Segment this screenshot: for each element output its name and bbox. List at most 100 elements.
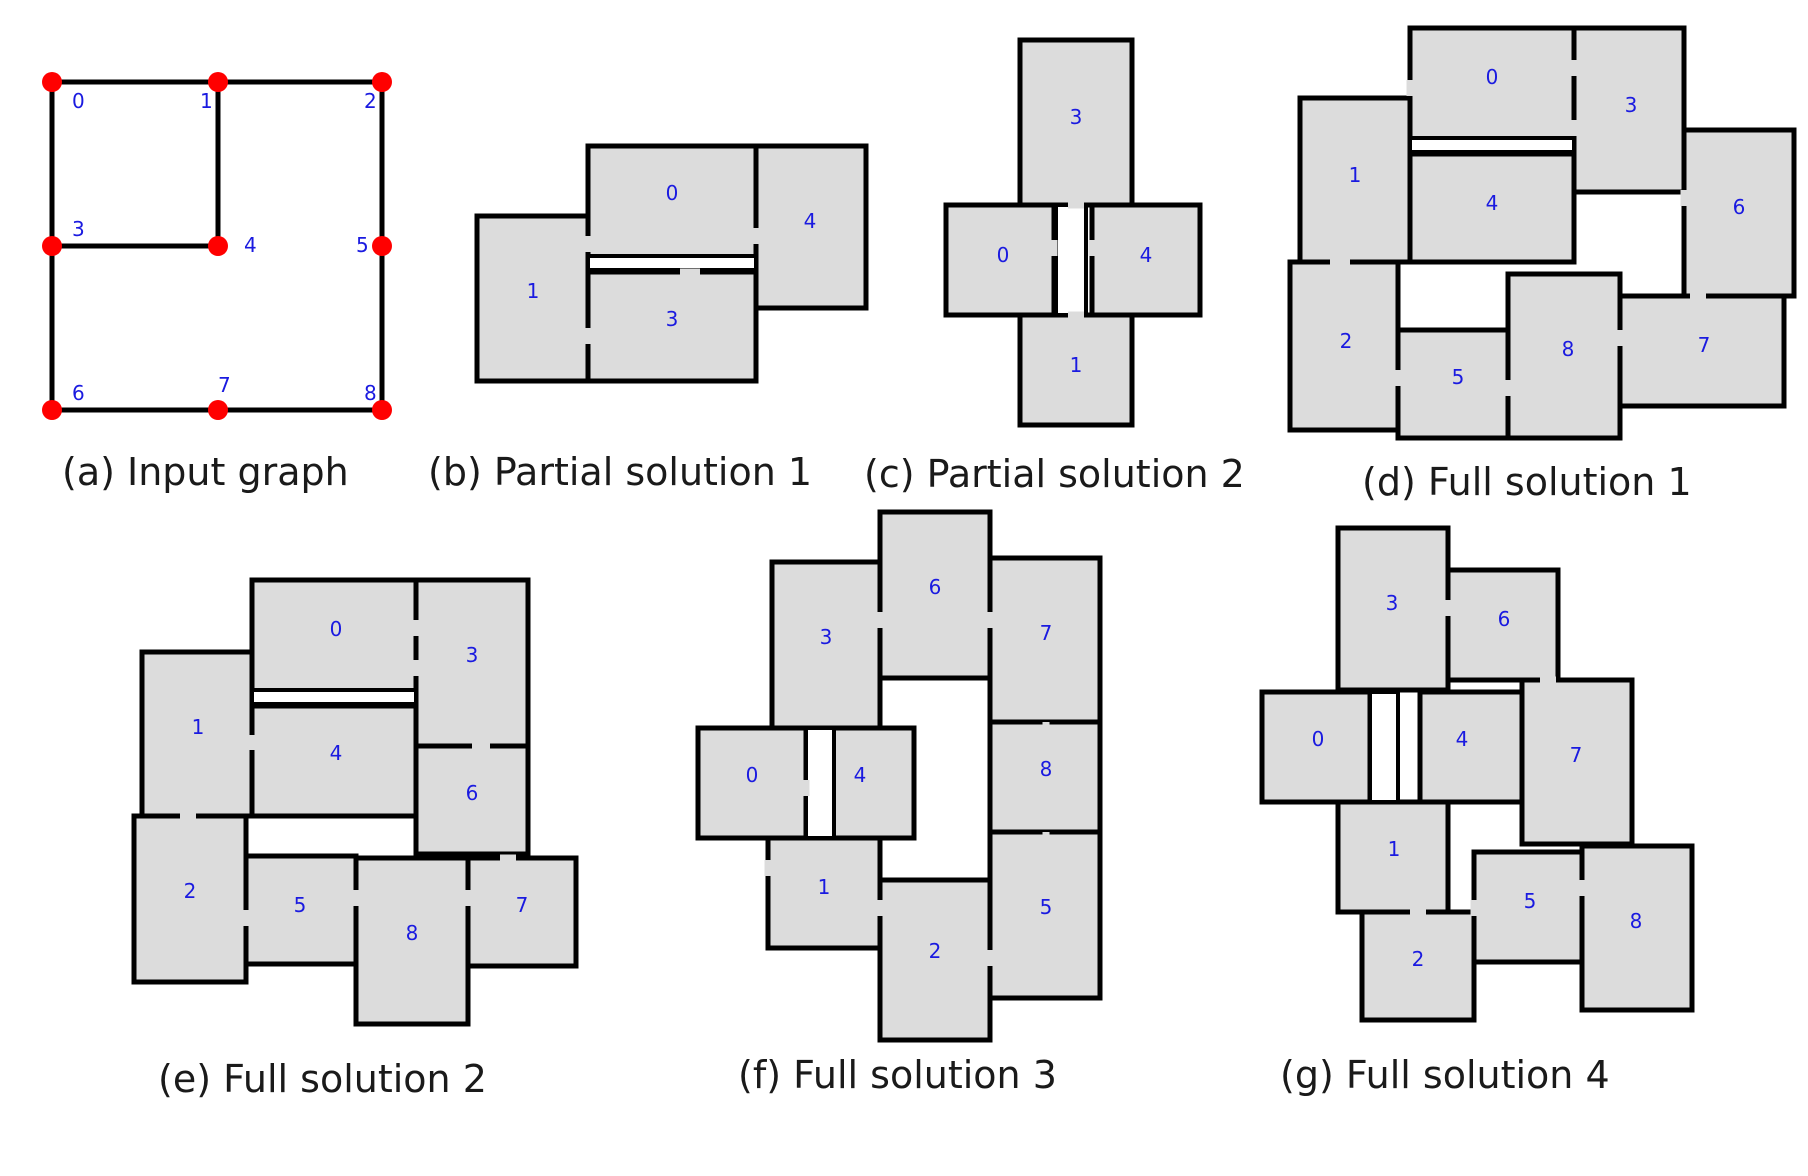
node-label: 8	[364, 381, 377, 405]
hallway	[1368, 690, 1400, 804]
room-6	[1445, 567, 1561, 683]
hallway	[250, 688, 418, 706]
room-label: 1	[1070, 353, 1083, 377]
caption-a: (a) Input graph	[62, 450, 349, 494]
room-label: 7	[1570, 743, 1583, 767]
node-label: 0	[72, 89, 85, 113]
caption-g: (g) Full solution 4	[1280, 1053, 1610, 1097]
room-label: 0	[666, 181, 679, 205]
room-8	[353, 855, 471, 1027]
room-0	[249, 577, 419, 709]
room-7	[465, 855, 579, 969]
room-label: 8	[406, 921, 419, 945]
room-label: 6	[1733, 195, 1746, 219]
node-label: 1	[200, 89, 213, 113]
room-label: 7	[516, 893, 529, 917]
room-label: 6	[1498, 607, 1511, 631]
room-label: 2	[1412, 947, 1425, 971]
room-label: 4	[1456, 727, 1469, 751]
room-0	[1407, 25, 1577, 157]
room-label: 2	[184, 879, 197, 903]
room-label: 2	[929, 939, 942, 963]
room-3	[1017, 37, 1135, 208]
caption-b: (b) Partial solution 1	[428, 450, 812, 494]
node-label: 3	[72, 217, 85, 241]
room-label: 5	[1452, 365, 1465, 389]
caption-c: (c) Partial solution 2	[864, 452, 1245, 496]
room-label: 3	[1386, 591, 1399, 615]
room-label: 1	[192, 715, 205, 739]
room-label: 4	[854, 763, 867, 787]
room-6	[1681, 127, 1797, 299]
room-label: 7	[1698, 333, 1711, 357]
room-label: 7	[1040, 621, 1053, 645]
node-label: 2	[364, 89, 377, 113]
room-label: 1	[1349, 163, 1362, 187]
room-label: 8	[1562, 337, 1575, 361]
room-label: 0	[746, 763, 759, 787]
room-label: 0	[997, 243, 1010, 267]
room-3	[769, 559, 883, 731]
room-label: 2	[1340, 329, 1353, 353]
room-label: 4	[804, 209, 817, 233]
node-label: 4	[244, 233, 257, 257]
room-label: 5	[1040, 895, 1053, 919]
room-2	[1287, 259, 1401, 433]
room-label: 5	[1524, 889, 1537, 913]
hallway	[1408, 136, 1576, 154]
room-label: 8	[1630, 909, 1643, 933]
room-label: 1	[1388, 837, 1401, 861]
graph-node	[208, 72, 228, 92]
room-3	[1571, 25, 1687, 195]
graph-node	[372, 400, 392, 420]
room-label: 3	[1625, 93, 1638, 117]
room-label: 3	[820, 625, 833, 649]
room-label: 1	[818, 875, 831, 899]
room-1	[139, 649, 255, 819]
room-label: 3	[666, 307, 679, 331]
graph-node	[42, 400, 62, 420]
room-label: 8	[1040, 757, 1053, 781]
room-4	[1417, 689, 1533, 805]
room-label: 4	[330, 741, 343, 765]
room-label: 5	[294, 893, 307, 917]
room-7	[1519, 677, 1635, 847]
room-2	[1359, 909, 1477, 1023]
room-label: 3	[466, 643, 479, 667]
room-label: 4	[1486, 191, 1499, 215]
room-4	[1089, 202, 1203, 318]
caption-e: (e) Full solution 2	[158, 1057, 487, 1101]
hallway	[586, 254, 758, 272]
room-0	[585, 143, 759, 275]
hallway	[1054, 203, 1088, 317]
room-label: 1	[527, 279, 540, 303]
caption-f: (f) Full solution 3	[738, 1053, 1057, 1097]
graph-node	[372, 72, 392, 92]
room-4	[753, 143, 869, 311]
room-1	[474, 213, 591, 384]
room-label: 0	[1486, 65, 1499, 89]
input-graph: 0 1 2 3 4 5 6 7 8	[42, 72, 392, 420]
room-7	[1617, 293, 1787, 409]
node-label: 6	[72, 381, 85, 405]
room-label: 6	[466, 781, 479, 805]
caption-d: (d) Full solution 1	[1362, 460, 1692, 504]
room-6	[413, 743, 531, 857]
room-5	[1471, 849, 1587, 965]
room-0	[1259, 689, 1373, 805]
room-1	[1335, 799, 1451, 915]
room-4	[1407, 151, 1577, 265]
graph-node	[372, 236, 392, 256]
graph-node	[208, 400, 228, 420]
room-label: 6	[929, 575, 942, 599]
room-label: 3	[1070, 105, 1083, 129]
room-label: 4	[1140, 243, 1153, 267]
node-label: 7	[218, 373, 231, 397]
graph-node	[208, 236, 228, 256]
graph-node	[42, 236, 62, 256]
graph-node	[42, 72, 62, 92]
node-label: 5	[356, 233, 369, 257]
room-7	[987, 555, 1103, 725]
